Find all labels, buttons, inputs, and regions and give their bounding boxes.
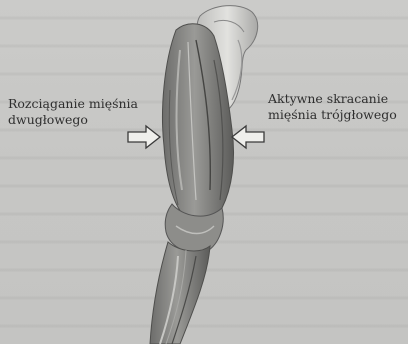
triceps-contraction-caption: Aktywne skracanie mięśnia trójgłowego	[268, 91, 397, 123]
triceps-caption-line-2: mięśnia trójgłowego	[268, 107, 397, 123]
biceps-stretch-caption: Rozciąganie mięśnia dwugłowego	[8, 96, 138, 128]
right-pointing-arrow-icon	[128, 126, 160, 148]
biceps-caption-line-1: Rozciąganie mięśnia	[8, 96, 138, 112]
triceps-caption-line-1: Aktywne skracanie	[268, 91, 397, 107]
left-pointing-arrow-icon	[232, 126, 264, 148]
biceps-caption-line-2: dwugłowego	[8, 112, 138, 128]
